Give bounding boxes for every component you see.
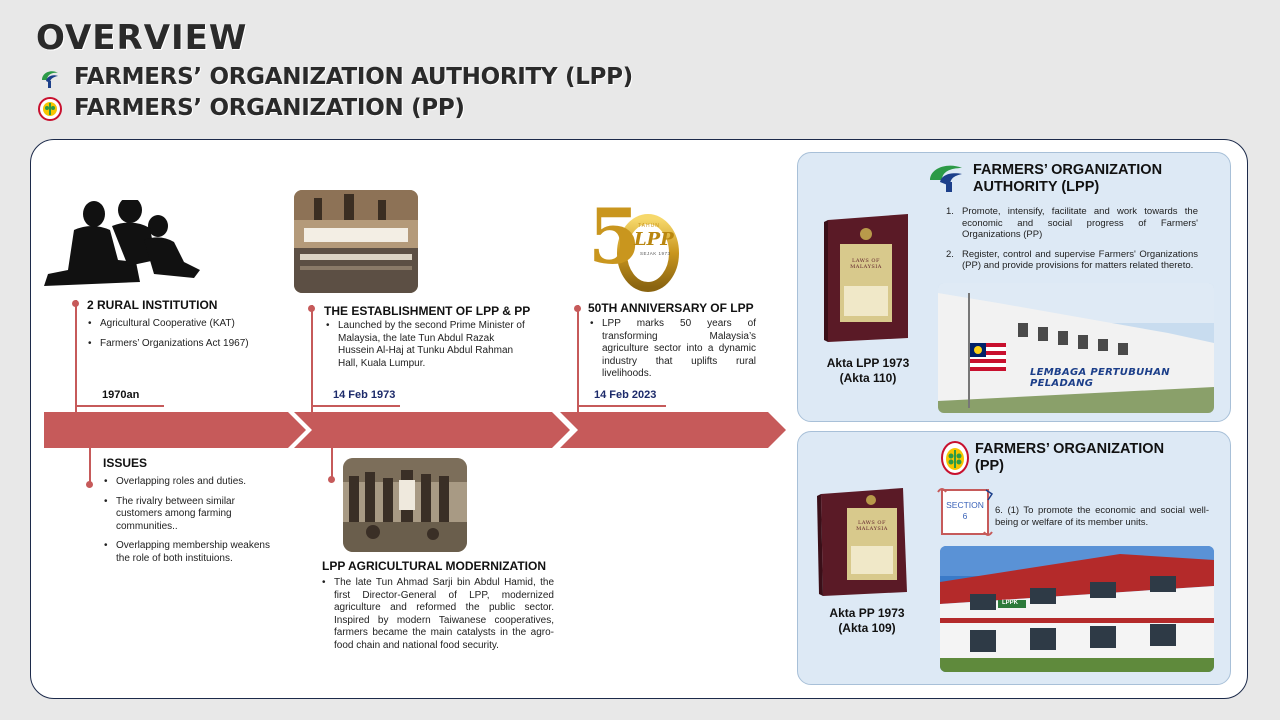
logo-big-digit: 5: [588, 192, 641, 281]
farmers-silhouette-image: [44, 200, 200, 286]
modernization-heading: LPP AGRICULTURAL MODERNIZATION: [322, 559, 546, 573]
list-item: 2. Register, control and supervise Farmer…: [946, 249, 1198, 272]
logo-sejak: SEJAK 1973: [640, 251, 671, 256]
issues-heading: ISSUES: [103, 456, 148, 470]
date-underline: [312, 405, 400, 407]
subtitle-pp: FARMERS’ ORGANIZATION (PP): [74, 95, 465, 121]
milestone-1-date: 1970an: [102, 389, 140, 401]
list-item: Launched by the second Prime Minister of…: [326, 320, 526, 370]
lpp-50-anniversary-logo: 5 TAHUN LPP SEJAK 1973: [584, 197, 684, 293]
section-6-text: 6. (1) To promote the economic and socia…: [995, 505, 1209, 528]
list-item: Farmers’ Organizations Act 1967): [88, 338, 268, 351]
connector-issues: [89, 448, 91, 486]
timeline-arrows: [44, 412, 786, 448]
subtitle-lpp: FARMERS’ ORGANIZATION AUTHORITY (LPP): [74, 64, 633, 90]
akta-lpp-label-line: Akta LPP 1973: [826, 356, 910, 370]
connector-1970: [75, 300, 77, 412]
connector-dot: [72, 300, 79, 307]
list-item: LPP marks 50 years of transforming Malay…: [590, 318, 756, 381]
date-underline: [76, 405, 164, 407]
item-text: Register, control and supervise Farmers'…: [962, 248, 1198, 272]
list-item: 1. Promote, intensify, facilitate and wor…: [946, 206, 1198, 241]
list-item: The late Tun Ahmad Sarji bin Abdul Hamid…: [322, 577, 554, 652]
lpp-logo-icon: [42, 71, 58, 88]
date-underline: [578, 405, 666, 407]
section-scroll-icon: SECTION 6: [936, 486, 994, 538]
logo-tahun: TAHUN: [638, 223, 660, 229]
pp-logo-icon: [38, 97, 62, 121]
connector-dot: [574, 305, 581, 312]
milestone-1-heading: 2 RURAL INSTITUTION: [87, 298, 218, 312]
akta-pp-label-line: (Akta 109): [838, 621, 896, 635]
pp-building-photo: LPPK: [940, 546, 1214, 672]
section-label: SECTION: [946, 500, 984, 510]
list-item: Agricultural Cooperative (KAT): [88, 318, 268, 331]
item-number: 2.: [946, 248, 954, 260]
lpp-functions-list: 1. Promote, intensify, facilitate and wor…: [946, 206, 1198, 280]
modernization-bullets: The late Tun Ahmad Sarji bin Abdul Hamid…: [322, 577, 554, 659]
akta-lpp-book: LAWS OF MALAYSIA: [820, 214, 910, 344]
item-text: Promote, intensify, facilitate and work …: [962, 206, 1198, 240]
establishment-photo: [294, 190, 418, 293]
item-number: 1.: [946, 206, 954, 217]
milestone-2-date: 14 Feb 1973: [333, 389, 396, 401]
connector-dot: [86, 481, 93, 488]
pp-card-title: FARMERS’ ORGANIZATION (PP): [975, 441, 1165, 474]
section-number: 6: [962, 511, 968, 521]
list-item: Overlapping membership weakens the role …: [104, 540, 274, 565]
building-sign-text: LEMBAGA PERTUBUHAN PELADANG: [1030, 367, 1170, 389]
milestone-2-heading: THE ESTABLISHMENT OF LPP & PP: [324, 304, 531, 318]
list-item: The rivalry between similar customers am…: [104, 496, 274, 534]
connector-1973: [311, 305, 313, 412]
logo-lpp-text: LPP: [634, 229, 674, 250]
building-sign-text: LPPK: [1002, 600, 1019, 606]
milestone-3-date: 14 Feb 2023: [594, 389, 657, 401]
modernization-photo: [343, 458, 467, 552]
akta-pp-label: Akta PP 1973 (Akta 109): [807, 606, 927, 636]
page-title: OVERVIEW: [36, 18, 248, 58]
akta-pp-label-line: Akta PP 1973: [829, 606, 905, 620]
lpp-building-photo: LEMBAGA PERTUBUHAN PELADANG: [938, 283, 1214, 413]
book-cover-text: LAWS OF MALAYSIA: [850, 258, 882, 270]
lpp-card-title: FARMERS’ ORGANIZATION AUTHORITY (LPP): [973, 162, 1163, 195]
akta-pp-book: LAWS OF MALAYSIA: [817, 486, 909, 598]
connector-2023: [577, 305, 579, 412]
book-cover-text: LAWS OF MALAYSIA: [856, 520, 888, 532]
issues-bullets: Overlapping roles and duties. The rivalr…: [104, 476, 274, 572]
pp-logo-icon: [941, 441, 969, 475]
milestone-3-heading: 50TH ANNIVERSARY OF LPP: [588, 301, 754, 315]
milestone-1-bullets: Agricultural Cooperative (KAT) Farmers’ …: [88, 318, 268, 357]
akta-lpp-label: Akta LPP 1973 (Akta 110): [808, 356, 928, 386]
milestone-2-bullets: Launched by the second Prime Minister of…: [326, 320, 526, 377]
connector-dot: [328, 476, 335, 483]
list-item: Overlapping roles and duties.: [104, 476, 274, 489]
akta-lpp-label-line: (Akta 110): [839, 371, 897, 385]
connector-modernization: [331, 448, 333, 480]
lpp-logo-icon: [930, 165, 962, 192]
milestone-3-bullets: LPP marks 50 years of transforming Malay…: [590, 318, 756, 388]
connector-dot: [308, 305, 315, 312]
